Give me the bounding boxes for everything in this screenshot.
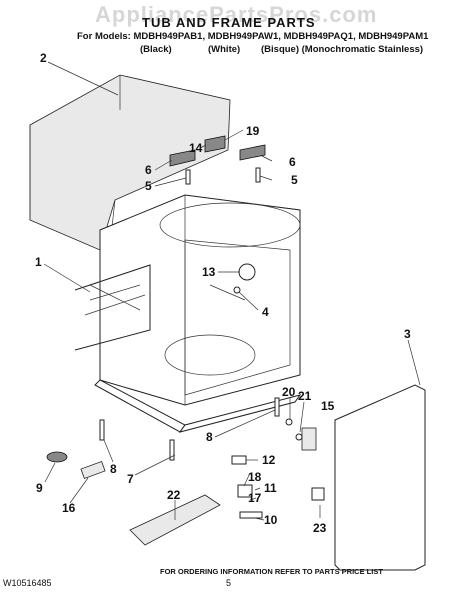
- top-brackets: [169, 135, 266, 185]
- door-gasket: [334, 384, 426, 571]
- callout-12: 12: [262, 453, 276, 467]
- callout-6-right: 6: [289, 155, 296, 169]
- ordering-note: FOR ORDERING INFORMATION REFER TO PARTS …: [160, 567, 383, 576]
- callout-8-right: 8: [206, 430, 213, 444]
- callout-7: 7: [127, 472, 134, 486]
- callout-21: 21: [298, 389, 312, 403]
- callout-5-left: 5: [145, 179, 152, 193]
- callout-13: 13: [202, 265, 216, 279]
- callout-23: 23: [313, 521, 327, 535]
- watermark: AppliancePartsPros.com: [95, 2, 378, 27]
- callout-8-left: 8: [110, 462, 117, 476]
- callout-18: 18: [248, 470, 262, 484]
- callout-6-left: 6: [145, 163, 152, 177]
- callout-16: 16: [62, 501, 76, 515]
- callout-2: 2: [40, 51, 47, 65]
- page-title: TUB AND FRAME PARTS: [142, 15, 316, 30]
- callout-15: 15: [321, 399, 335, 413]
- models-line: For Models: MDBH949PAB1, MDBH949PAW1, MD…: [77, 31, 429, 42]
- page-number: 5: [226, 578, 232, 588]
- callout-4: 4: [262, 305, 269, 319]
- color-white: (White): [208, 44, 241, 55]
- callout-5-right: 5: [291, 173, 298, 187]
- callout-22: 22: [167, 488, 181, 502]
- callout-20: 20: [282, 385, 296, 399]
- callout-9: 9: [36, 481, 43, 495]
- doc-number: W10516485: [3, 578, 52, 588]
- color-black: (Black): [140, 44, 172, 55]
- callout-3: 3: [404, 327, 411, 341]
- side-frame-rails: [74, 264, 151, 351]
- callout-17: 17: [248, 491, 262, 505]
- base-frame: [94, 379, 302, 433]
- callout-14: 14: [189, 141, 203, 155]
- header: AppliancePartsPros.com TUB AND FRAME PAR…: [0, 0, 464, 60]
- callout-10: 10: [264, 513, 278, 527]
- callout-11: 11: [264, 481, 277, 495]
- callout-1: 1: [35, 255, 42, 269]
- leader-lines: [43, 61, 421, 521]
- callout-19: 19: [246, 124, 260, 138]
- color-bisque-stainless: (Bisque) (Monochromatic Stainless): [261, 44, 424, 55]
